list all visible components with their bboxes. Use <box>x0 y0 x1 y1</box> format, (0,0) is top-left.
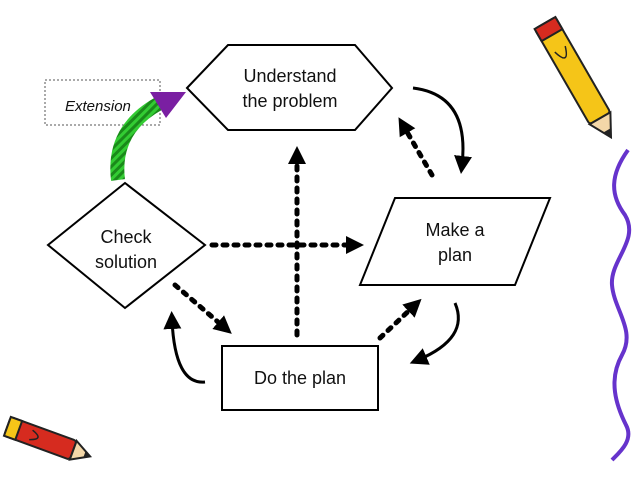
node-make-plan: Make a plan <box>358 197 552 286</box>
arrow-do-to-check <box>163 311 206 384</box>
extension-label: Extension <box>65 98 131 115</box>
node-make-plan-line2: plan <box>438 245 472 265</box>
node-understand-problem: Understand the problem <box>185 44 394 131</box>
pencil-icon <box>533 15 613 140</box>
node-check-line2: solution <box>95 252 157 272</box>
node-do-plan: Do the plan <box>221 345 379 411</box>
extension-arrow <box>110 92 186 181</box>
arrow-understand-to-plan <box>412 86 472 174</box>
dotted-arrow-plan-to-understand <box>398 117 435 178</box>
node-understand-line2: the problem <box>242 91 337 111</box>
wavy-border <box>609 148 632 462</box>
node-do-plan-label: Do the plan <box>254 368 346 388</box>
extension-arrowhead-icon <box>150 92 186 118</box>
pencil-icon <box>2 415 93 461</box>
cycle-arrows <box>163 86 472 384</box>
node-understand-line1: Understand <box>243 66 336 86</box>
node-check-line1: Check <box>100 227 152 247</box>
dotted-arrows <box>172 117 435 341</box>
node-check-solution: Check solution <box>46 181 207 310</box>
dotted-arrow-check-to-do <box>172 282 232 334</box>
dotted-arrow-do-to-plan <box>377 298 422 341</box>
arrow-plan-to-do <box>409 302 460 365</box>
node-make-plan-line1: Make a <box>425 220 485 240</box>
